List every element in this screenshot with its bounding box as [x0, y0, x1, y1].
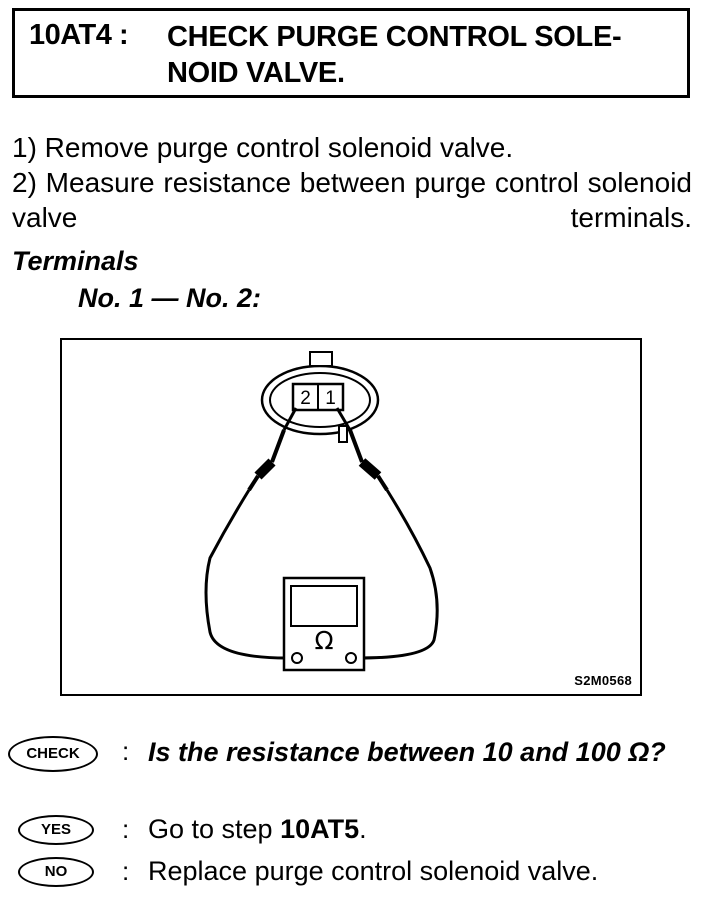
check-colon: : — [122, 736, 130, 766]
connector-inner-ring — [269, 372, 371, 428]
left-probe-handle — [254, 458, 276, 480]
terminal-label-1: 1 — [325, 388, 336, 409]
right-probe-tip — [335, 407, 352, 431]
ohmmeter-connection-diagram: 2 1 Ω — [204, 351, 439, 672]
instructions: 1) Remove purge control solenoid valve. … — [12, 130, 692, 235]
left-test-lead — [204, 489, 288, 660]
check-question: Is the resistance between 10 and 100 Ω? — [148, 737, 666, 767]
ohmmeter-display — [290, 585, 358, 627]
instruction-step-1: 1) Remove purge control solenoid valve. — [12, 132, 514, 163]
ohm-symbol: Ω — [314, 626, 333, 655]
yes-badge: YES — [18, 815, 94, 845]
no-row: NO : Replace purge control solenoid valv… — [8, 854, 698, 894]
next-step-link[interactable]: 10AT5 — [280, 814, 360, 844]
no-answer: Replace purge control solenoid valve. — [148, 856, 599, 886]
check-badge: CHECK — [8, 736, 98, 772]
instruction-step-2: 2) Measure resistance between purge cont… — [12, 167, 692, 233]
step-code: 10AT4 : — [29, 19, 129, 51]
connector-latch — [309, 351, 333, 367]
no-colon: : — [122, 856, 130, 886]
meter-terminal-right — [345, 652, 357, 664]
wiring-diagram-figure: 2 1 Ω S2M0568 — [60, 338, 642, 696]
yes-answer: Go to step 10AT5. — [148, 812, 367, 846]
meter-terminal-left — [291, 652, 303, 664]
right-test-lead — [358, 489, 439, 660]
step-title: CHECK PURGE CONTROL SOLE-NOID VALVE. — [167, 21, 622, 89]
check-row: CHECK : Is the resistance between 10 and… — [8, 734, 698, 804]
yes-row: YES : Go to step 10AT5. — [8, 812, 698, 852]
yes-colon: : — [122, 814, 130, 844]
step-header-box: 10AT4 : CHECK PURGE CONTROL SOLE-NOID VA… — [12, 8, 690, 98]
figure-id: S2M0568 — [574, 673, 632, 688]
left-probe-tip — [282, 407, 298, 431]
connector-tab — [338, 425, 348, 443]
right-probe-handle — [358, 458, 382, 480]
terminal-label-2: 2 — [300, 388, 311, 409]
yes-answer-suffix: . — [359, 814, 367, 844]
no-badge: NO — [18, 857, 94, 887]
terminals-pair: No. 1 — No. 2: — [78, 283, 262, 313]
yes-answer-prefix: Go to step — [148, 814, 281, 844]
terminals-heading: Terminals — [12, 246, 139, 276]
